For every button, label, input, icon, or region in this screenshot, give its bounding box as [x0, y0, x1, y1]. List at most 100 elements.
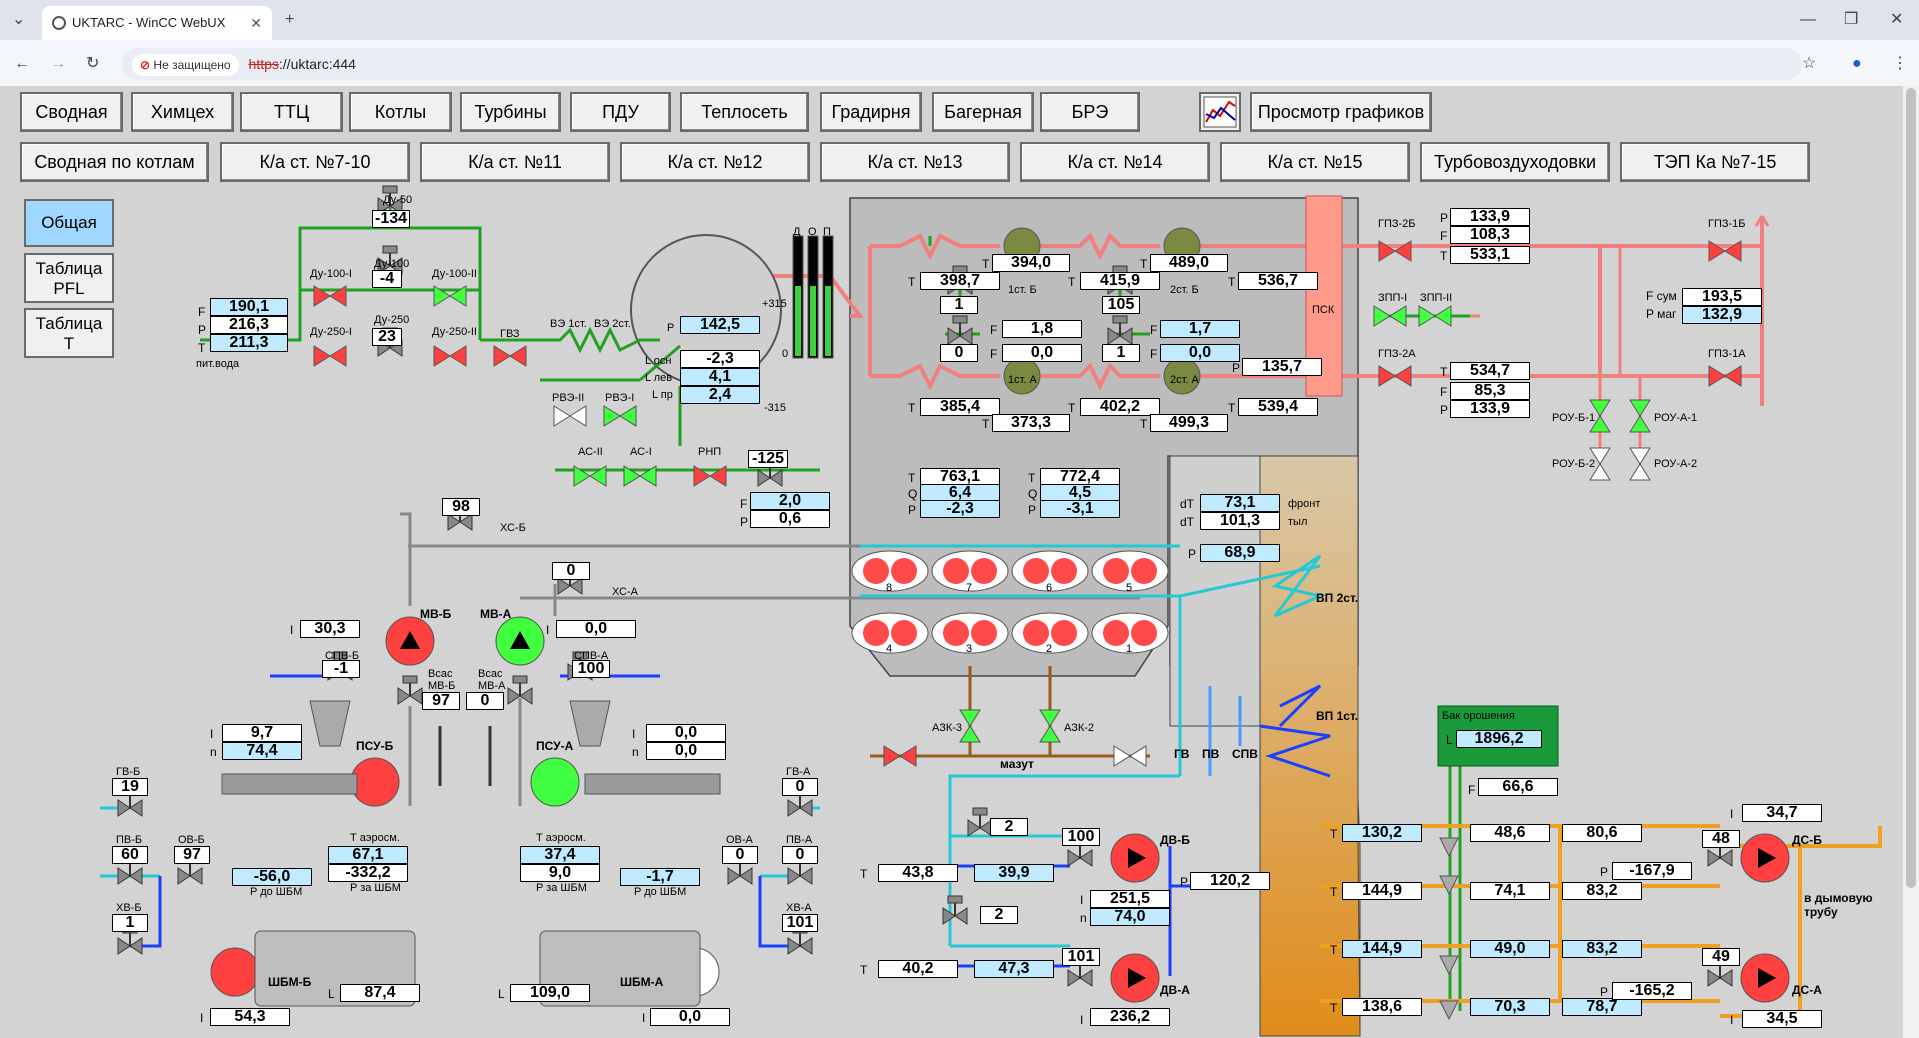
valve-du250ii[interactable] [433, 345, 467, 367]
profile-icon[interactable]: ● [1852, 55, 1862, 72]
nav-button-0[interactable]: Сводная [20, 92, 123, 132]
valve-as1[interactable] [623, 465, 657, 487]
nav-button-4[interactable]: Турбины [460, 92, 561, 132]
nav-button-2[interactable]: ТТЦ [240, 92, 343, 132]
steam-pipe [870, 363, 1000, 391]
burner-7[interactable] [931, 550, 1009, 592]
valve-rou-b2[interactable] [1589, 447, 1611, 481]
valve-gpz2b[interactable] [1378, 240, 1412, 262]
scale-top-label: +315 [762, 298, 787, 310]
burner-1[interactable] [1091, 612, 1169, 654]
fur-q1-value: 6,4 [920, 484, 1000, 502]
nav-button-1[interactable]: Химцех [131, 92, 234, 132]
gvz-label: ГВЗ [500, 328, 520, 340]
fan-dsb[interactable] [1740, 833, 1790, 883]
minimize-icon[interactable]: — [1800, 11, 1816, 28]
restore-icon[interactable]: ❐ [1844, 11, 1859, 28]
dv-t1-value: 43,8 [878, 864, 958, 882]
fan-dvb[interactable] [1110, 833, 1160, 883]
valve-sh-a2[interactable] [1107, 315, 1133, 345]
du50-value: -134 [372, 210, 410, 228]
nav-button-6[interactable]: Теплосеть [680, 92, 809, 132]
valve-zpp2[interactable] [1418, 305, 1452, 327]
nav-button-8[interactable]: Багерная [932, 92, 1034, 132]
burner-5[interactable] [1091, 550, 1169, 592]
valve-rve1[interactable] [603, 405, 637, 427]
valve-vsas-b[interactable] [397, 675, 423, 705]
back-arrow-icon[interactable]: ← [14, 55, 30, 72]
valve-zpp1[interactable] [1373, 305, 1407, 327]
dt1-letter: dT [1180, 497, 1195, 511]
browser-tab[interactable]: UKTARC - WinCC WebUX✕ [42, 6, 272, 40]
nav-button-9[interactable]: БРЭ [1040, 92, 1140, 132]
dt2-value: 101,3 [1200, 512, 1280, 530]
url-text: ://uktarc:444 [278, 56, 356, 72]
valve-du100ii[interactable] [433, 285, 467, 307]
fan-dva[interactable] [1110, 953, 1160, 1003]
valve-rnp[interactable] [693, 465, 727, 487]
valve-gpz2a[interactable] [1378, 365, 1412, 387]
boiler-tab-1[interactable]: К/а ст. №7-10 [220, 142, 410, 182]
nav-button-7[interactable]: Градирня [820, 92, 922, 132]
nav-button-5[interactable]: ПДУ [570, 92, 671, 132]
scrollbar-thumb[interactable] [1906, 88, 1916, 888]
fan-dsa[interactable] [1740, 953, 1790, 1003]
boiler-tab-4[interactable]: К/а ст. №13 [820, 142, 1010, 182]
valve-mazut[interactable] [883, 745, 917, 767]
boiler-tab-6[interactable]: К/а ст. №15 [1220, 142, 1410, 182]
close-window-icon[interactable]: ✕ [1890, 11, 1904, 28]
valve-gpz1b[interactable] [1708, 240, 1742, 262]
pva-value: 0 [782, 846, 818, 864]
valve-vsas-a[interactable] [507, 675, 533, 705]
valve-dv-2[interactable] [942, 895, 968, 925]
valve-as2[interactable] [573, 465, 607, 487]
side-button-general[interactable]: Общая [24, 199, 114, 247]
kebab-menu-icon[interactable]: ⋮ [1892, 55, 1908, 72]
valve-sh-a1[interactable] [947, 315, 973, 345]
valve-du250i[interactable] [313, 345, 347, 367]
fan-mva[interactable] [495, 616, 545, 666]
valve-azk2[interactable] [1039, 709, 1061, 743]
menu-icon[interactable]: ⌄ [12, 11, 26, 28]
fan-mvb[interactable] [385, 616, 435, 666]
valve-gvz[interactable] [493, 345, 527, 367]
valve-gpz1a[interactable] [1708, 365, 1742, 387]
chart-icon-button[interactable] [1199, 92, 1241, 132]
page-scrollbar[interactable] [1903, 86, 1919, 1038]
valve-mazut-2[interactable] [1113, 745, 1147, 767]
boiler-tab-5[interactable]: К/а ст. №14 [1020, 142, 1210, 182]
close-icon[interactable]: ✕ [250, 15, 262, 31]
burner-2[interactable] [1011, 612, 1089, 654]
boiler-tab-7[interactable]: Турбовоздуходовки [1420, 142, 1610, 182]
security-badge[interactable]: ⊘ Не защищено [132, 54, 239, 76]
burner-3[interactable] [931, 612, 1009, 654]
reload-icon[interactable]: ↻ [86, 55, 100, 72]
boiler-tab-3[interactable]: К/а ст. №12 [620, 142, 810, 182]
valve-rve2[interactable] [553, 405, 587, 427]
valve-rou-b1[interactable] [1589, 399, 1611, 433]
valve-du100i[interactable] [313, 285, 347, 307]
valve-azk3[interactable] [959, 709, 981, 743]
boiler-tab-2[interactable]: К/а ст. №11 [420, 142, 610, 182]
ovb-value: 97 [174, 846, 210, 864]
new-tab-icon[interactable]: + [285, 11, 295, 28]
boiler-tab-8[interactable]: ТЭП Ка №7-15 [1620, 142, 1810, 182]
star-icon[interactable]: ☆ [1802, 55, 1817, 72]
ds-i1-letter: I [1730, 807, 1734, 821]
burner-6[interactable] [1011, 550, 1089, 592]
forward-arrow-icon[interactable]: → [50, 55, 66, 72]
xsa-value: 0 [552, 562, 590, 580]
burner-4[interactable] [851, 612, 929, 654]
feed-t-value: 211,3 [210, 334, 288, 352]
valve-dv-1[interactable] [967, 807, 993, 837]
valve-rou-a2[interactable] [1629, 447, 1651, 481]
burner-8[interactable] [851, 550, 929, 592]
bak-f-letter: F [1468, 783, 1476, 797]
boiler-tab-0[interactable]: Сводная по котлам [20, 142, 209, 182]
nav-button-3[interactable]: Котлы [349, 92, 452, 132]
graphs-button[interactable]: Просмотр графиков [1250, 92, 1432, 132]
valve-rou-a1[interactable] [1629, 399, 1651, 433]
